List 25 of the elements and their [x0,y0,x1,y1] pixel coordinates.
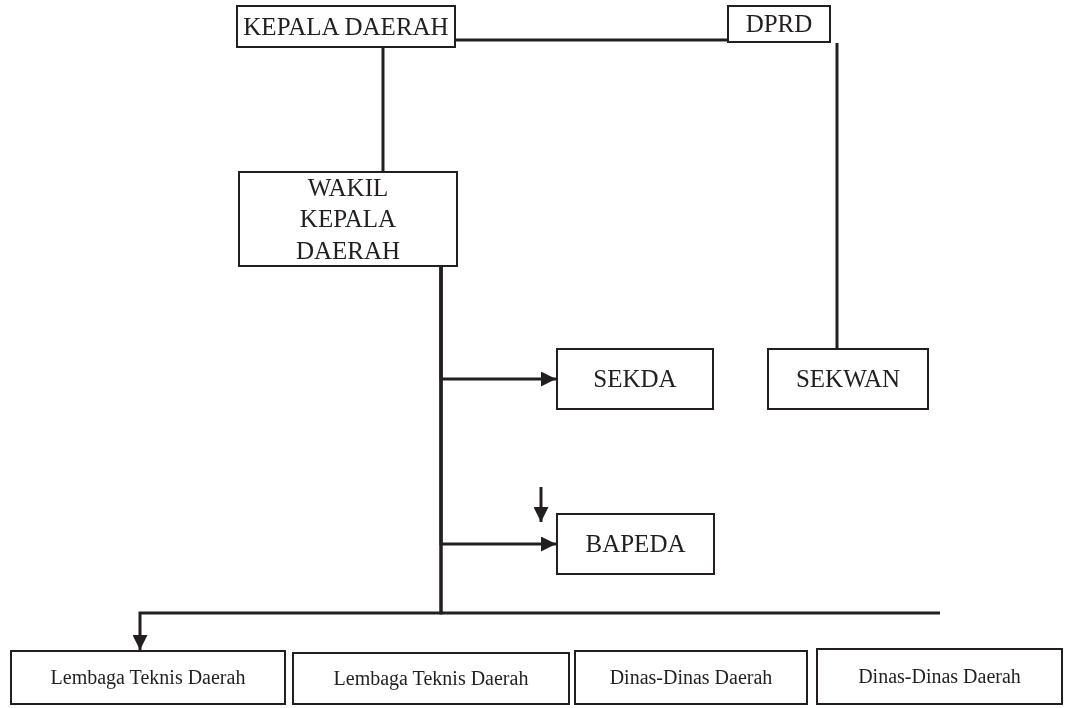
box-label: BAPEDA [584,529,687,560]
arrow [533,487,549,522]
box-label: Dinas-Dinas Daerah [857,664,1022,689]
org-box [238,171,458,267]
box-label: SEKDA [592,364,678,395]
connector-line [439,267,940,615]
box-label: KEPALA DAERAH [242,11,450,42]
org-box [292,652,570,705]
org-box [816,648,1063,705]
org-box [10,650,286,705]
box-label: DPRD [744,9,814,40]
org-box [727,5,831,43]
box-label: SEKWAN [794,364,902,395]
org-box [574,650,808,705]
org-box [556,513,715,575]
org-box [767,348,929,410]
connector-line [456,38,727,42]
org-box [236,5,456,48]
org-box [556,348,714,410]
box-label: Dinas-Dinas Daerah [608,665,774,690]
box-label: Lembaga Teknis Daerah [49,665,247,690]
box-label: WAKIL KEPALA DAERAH [294,173,402,266]
connector-line [835,43,839,348]
box-label: Lembaga Teknis Daerah [332,666,530,691]
connector-line [381,48,385,171]
